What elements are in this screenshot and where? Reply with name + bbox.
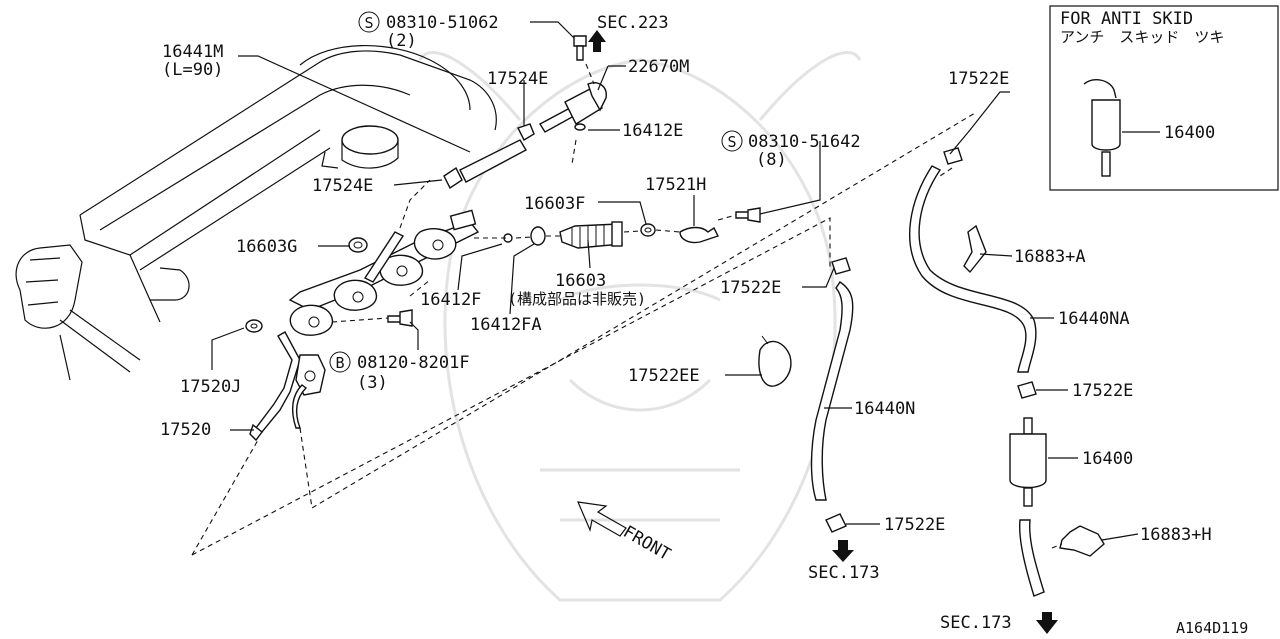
clip-17521h-icon	[679, 226, 719, 244]
s-symbol-text: S	[364, 14, 373, 32]
label-22670m: 22670M	[628, 57, 689, 77]
b-symbol-icon	[329, 351, 351, 373]
clamp-17524e-top-icon	[517, 123, 535, 141]
hose-16441m	[459, 139, 527, 183]
label-bolt-08310-51642: 08310-51642	[748, 132, 861, 152]
part-labels: 16441M (L=90) 08310-51062 (2) SEC.223 22…	[160, 13, 1248, 637]
anti-skid-inset	[1049, 5, 1279, 191]
diagram-code: A164D119	[1176, 619, 1248, 637]
rail-flange-icon	[449, 209, 477, 231]
watermark-emblem	[418, 51, 862, 602]
bracket-16883h-icon	[1059, 525, 1105, 557]
hose-16440na	[909, 165, 1037, 373]
label-front: FRONT	[620, 522, 674, 565]
arrow-up-icon	[588, 30, 606, 52]
b-symbol-text: B	[335, 354, 344, 372]
label-17522e-top: 17522E	[948, 69, 1009, 89]
label-17522e-low: 17522E	[884, 515, 945, 535]
inset-text: FOR ANTI SKID アンチ スキッド ツキ 16400	[1060, 9, 1224, 143]
label-16441m: 16441M	[162, 42, 223, 62]
label-16603f: 16603F	[524, 194, 585, 214]
inset-title: FOR ANTI SKID	[1060, 9, 1193, 29]
label-17520: 17520	[160, 420, 211, 440]
seal-16603g-icon	[348, 237, 368, 253]
bolt-08310-51642-icon	[735, 207, 761, 223]
label-16440na: 16440NA	[1058, 309, 1130, 329]
injector-16603-icon	[559, 221, 623, 249]
inset-part-label: 16400	[1164, 123, 1215, 143]
label-bolt-08120-8201f: 08120-8201F	[357, 353, 470, 373]
label-17522e-mid: 17522E	[720, 278, 781, 298]
engine-outline	[15, 45, 497, 381]
s-symbol-icon	[721, 130, 743, 152]
label-bolt-08310-51062: 08310-51062	[386, 13, 499, 33]
bolt-08120-8201f-icon	[387, 309, 413, 327]
label-bolt-08310-51062-qty: (2)	[386, 31, 417, 51]
label-17521h: 17521H	[645, 175, 706, 195]
leader-lines	[211, 21, 1139, 541]
label-bolt-08120-8201f-qty: (3)	[357, 373, 388, 393]
fuel-filter-16400-icon	[1009, 417, 1047, 507]
label-sec223: SEC.223	[597, 13, 669, 33]
hose-16440n-group	[758, 257, 854, 562]
arrow-down-right-icon	[1036, 612, 1058, 634]
clamp-17522ee-icon	[758, 340, 792, 387]
label-16412fa: 16412FA	[470, 315, 542, 335]
oring-16603f-icon	[640, 223, 656, 237]
inset-frame	[1049, 5, 1279, 191]
label-16400-right: 16400	[1082, 449, 1133, 469]
label-17520j: 17520J	[180, 377, 241, 397]
inset-fuel-filter-icon	[1083, 79, 1121, 177]
label-16412f: 16412F	[420, 290, 481, 310]
insulator-16412fa-icon	[530, 226, 546, 246]
small-parts	[245, 30, 761, 333]
label-17522ee: 17522EE	[628, 366, 700, 386]
fuel-rail-assembly	[249, 209, 480, 442]
hose-to-sec173	[1018, 519, 1045, 597]
dashed-outlines	[191, 63, 1063, 556]
label-bolt-08310-51642-qty: (8)	[756, 150, 787, 170]
pressure-regulator-22670m-icon	[539, 82, 607, 133]
bracket-16883a-icon	[963, 224, 987, 274]
label-16883h: 16883+H	[1140, 525, 1212, 545]
seal-17520j-icon	[245, 319, 263, 333]
label-16440n: 16440N	[854, 399, 915, 419]
label-17524e-mid: 17524E	[312, 176, 373, 196]
label-17522e-right: 17522E	[1072, 381, 1133, 401]
clamp-17522e-right-icon	[1017, 381, 1037, 399]
inset-subtitle: アンチ スキッド ツキ	[1060, 28, 1224, 46]
hose-16440na-group	[909, 147, 1105, 634]
clamp-17524e-mid-icon	[443, 166, 463, 190]
label-sec173-right: SEC.173	[940, 613, 1012, 633]
clamp-17522e-mid-icon	[831, 257, 851, 275]
label-16441m-length: (L=90)	[162, 60, 223, 80]
bolt-symbols: S S B	[329, 11, 743, 373]
label-17524e-top: 17524E	[487, 69, 548, 89]
label-sec173-mid: SEC.173	[808, 563, 880, 583]
label-16603: 16603	[555, 271, 606, 291]
label-16603-note: (構成部品は非販売)	[508, 290, 646, 308]
label-16603g: 16603G	[236, 237, 297, 257]
hose-16440n	[810, 281, 854, 501]
front-arrow	[577, 501, 627, 537]
label-16412e: 16412E	[622, 121, 683, 141]
bolt-08310-51062-icon	[573, 35, 587, 61]
oil-filler-cap-icon	[341, 125, 399, 155]
s-symbol-icon	[358, 11, 380, 33]
label-16883a: 16883+A	[1014, 247, 1086, 267]
clamp-17522e-low-icon	[825, 513, 847, 533]
s-symbol-text: S	[727, 133, 736, 151]
arrow-down-icon	[832, 540, 854, 562]
